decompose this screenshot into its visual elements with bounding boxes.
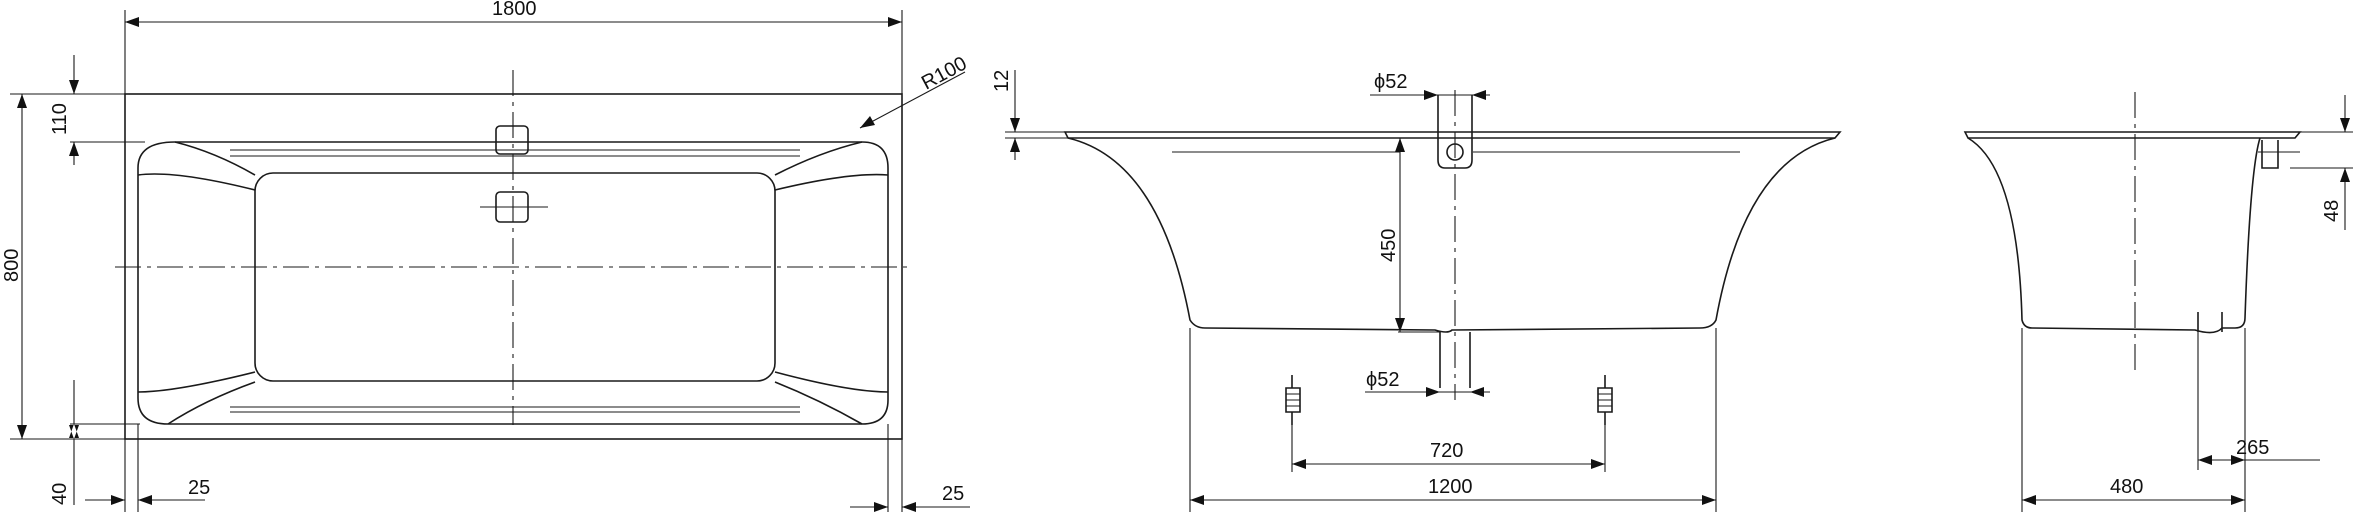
front-view: 12 ϕ52 450 ϕ52 720 1200 bbox=[991, 70, 1842, 512]
backrest-left bbox=[137, 141, 256, 425]
overflow-outlet bbox=[495, 125, 529, 155]
dim-offset-left: 25 bbox=[188, 477, 210, 499]
front-body-outline bbox=[1067, 137, 1836, 333]
side-view: 48 265 480 bbox=[1963, 92, 2353, 512]
front-drain-pipe bbox=[1439, 332, 1471, 388]
side-rim bbox=[1963, 131, 2302, 139]
foot-right bbox=[1597, 375, 1613, 425]
dim-drain-diameter: ϕ52 bbox=[1366, 369, 1399, 391]
backrest-right bbox=[774, 141, 889, 425]
foot-left bbox=[1285, 375, 1301, 425]
side-overflow bbox=[2261, 140, 2279, 169]
dim-feet-spacing: 720 bbox=[1430, 440, 1463, 462]
dim-bottom-length: 1200 bbox=[1428, 476, 1473, 498]
dim-rim-bottom: 40 bbox=[49, 483, 71, 505]
dim-offset-right: 25 bbox=[942, 483, 964, 505]
top-view: 1800 800 110 40 25 25 R100 bbox=[1, 0, 971, 512]
dim-rim-height: 48 bbox=[2321, 200, 2343, 222]
bottom-grab-line bbox=[230, 406, 800, 413]
side-drain bbox=[2197, 312, 2223, 332]
dim-width: 800 bbox=[1, 249, 23, 282]
dim-depth: 450 bbox=[1378, 229, 1400, 262]
front-rim bbox=[1063, 131, 1842, 139]
dim-drain-offset: 265 bbox=[2236, 437, 2269, 459]
dim-rim-top: 110 bbox=[49, 103, 71, 135]
tub-floor bbox=[254, 172, 776, 382]
side-body-outline bbox=[1967, 137, 2261, 334]
dim-overflow-diameter: ϕ52 bbox=[1374, 71, 1407, 93]
dim-rim-thickness: 12 bbox=[991, 70, 1013, 92]
dim-length: 1800 bbox=[492, 0, 537, 20]
dim-radius: R100 bbox=[918, 53, 971, 95]
top-grab-line bbox=[230, 149, 800, 157]
dim-bottom-width: 480 bbox=[2110, 476, 2143, 498]
